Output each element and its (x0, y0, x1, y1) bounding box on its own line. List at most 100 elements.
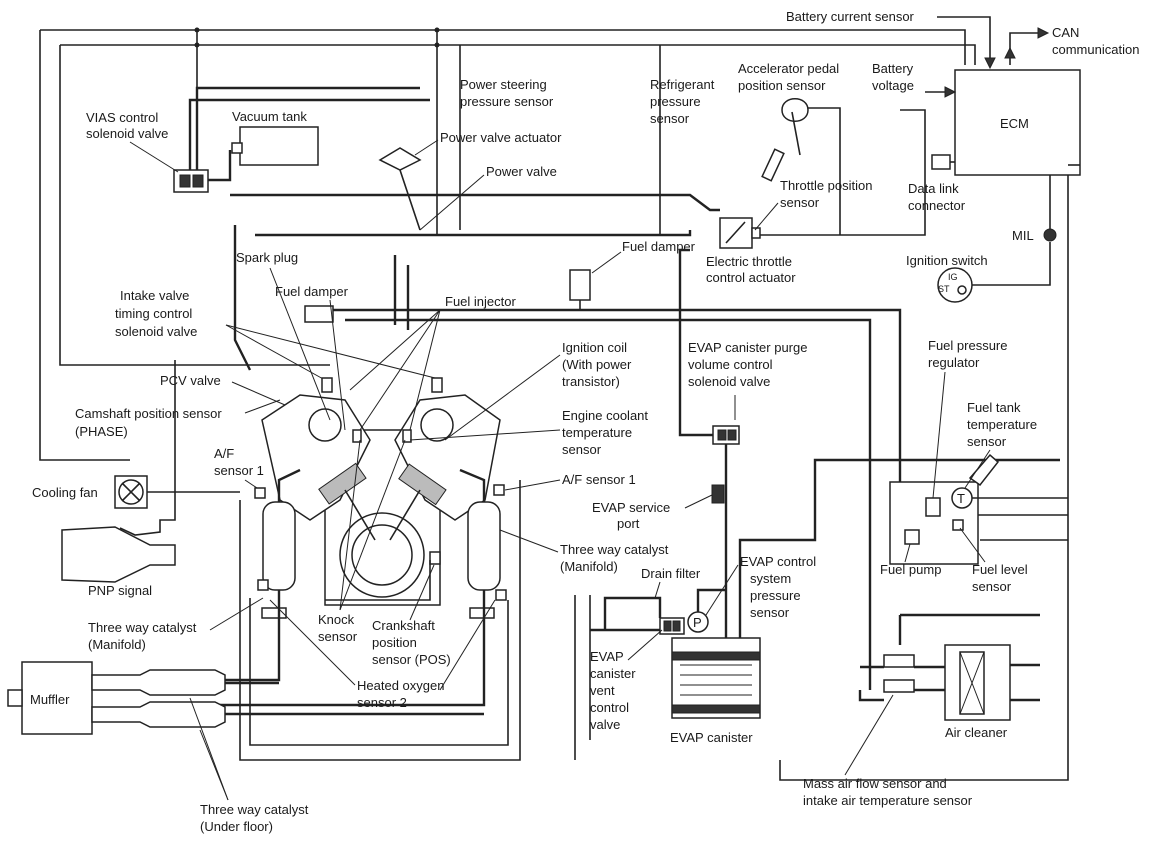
twc-manifold-right (467, 501, 501, 591)
refrigerant-label-2: pressure (650, 94, 701, 109)
ign-ig: IG (948, 272, 958, 282)
camshaft-label-1: Camshaft position sensor (75, 406, 222, 421)
ign-st: ST (938, 284, 950, 294)
twc-underfloor-label-2: (Under floor) (200, 819, 273, 834)
power-valve-actuator (378, 147, 422, 171)
twc-manifold-right-label-2: (Manifold) (560, 559, 618, 574)
fuel-tank-temp-label-2: temperature (967, 417, 1037, 432)
crankshaft-label-2: position (372, 635, 417, 650)
evap-purge-label-1: EVAP canister purge (688, 340, 807, 355)
fuel-tank-t: T (957, 491, 965, 506)
evap-purge-label-2: volume control (688, 357, 773, 372)
fuel-pump (904, 529, 920, 545)
ignition-coil-label-1: Ignition coil (562, 340, 627, 355)
electric-throttle-label-2: control actuator (706, 270, 796, 285)
maf-label-1: Mass air flow sensor and (803, 776, 947, 791)
engine-block (261, 377, 501, 606)
can-label-2: communication (1052, 42, 1139, 57)
data-link-label-1: Data link (908, 181, 959, 196)
fuel-pump-label: Fuel pump (880, 562, 941, 577)
evap-canister-label: EVAP canister (670, 730, 753, 745)
knock-label-1: Knock (318, 612, 355, 627)
evap-vent-label-5: valve (590, 717, 620, 732)
evap-pressure-p: P (693, 615, 702, 630)
intake-valve-label-1: Intake valve (120, 288, 189, 303)
refrigerant-label-3: sensor (650, 111, 690, 126)
drain-filter-label: Drain filter (641, 566, 701, 581)
evap-service-label-2: port (617, 516, 640, 531)
electric-throttle-label-1: Electric throttle (706, 254, 792, 269)
camshaft-label-2: (PHASE) (75, 424, 128, 439)
power-steering-label-1: Power steering (460, 77, 547, 92)
fuel-damper-left-label: Fuel damper (275, 284, 349, 299)
battery-current-label: Battery current sensor (786, 9, 915, 24)
pnp-signal-label: PNP signal (88, 583, 152, 598)
power-valve-actuator-label: Power valve actuator (440, 130, 562, 145)
cooling-fan-label: Cooling fan (32, 485, 98, 500)
evap-control-label-2: system (750, 571, 791, 586)
can-label-1: CAN (1052, 25, 1079, 40)
af-left-label-1: A/F (214, 446, 234, 461)
vacuum-tank-label: Vacuum tank (232, 109, 307, 124)
mil-label: MIL (1012, 228, 1034, 243)
throttle-position-label-1: Throttle position (780, 178, 873, 193)
coolant-label-2: temperature (562, 425, 632, 440)
muffler (21, 661, 93, 735)
vias-label-1: VIAS control (86, 110, 158, 125)
ignition-switch-icon: IG ST (937, 267, 973, 303)
evap-service-label-1: EVAP service (592, 500, 670, 515)
fuel-damper-left (304, 305, 334, 323)
evap-purge-label-3: solenoid valve (688, 374, 770, 389)
muffler-label: Muffler (30, 692, 70, 707)
evap-control-label-4: sensor (750, 605, 790, 620)
twc-underfloor-label-1: Three way catalyst (200, 802, 309, 817)
evap-vent-label-3: vent (590, 683, 615, 698)
power-steering-label-2: pressure sensor (460, 94, 554, 109)
refrigerant-label-1: Refrigerant (650, 77, 715, 92)
evap-vent-label-4: control (590, 700, 629, 715)
vias-label-2: solenoid valve (86, 126, 168, 141)
twc-manifold-right-label-1: Three way catalyst (560, 542, 669, 557)
ecm-label: ECM (1000, 116, 1029, 131)
crankshaft-label-3: sensor (POS) (372, 652, 451, 667)
fuel-level-sensor (952, 519, 964, 531)
af-left-label-2: sensor 1 (214, 463, 264, 478)
heated-o2-label-2: sensor 2 (357, 695, 407, 710)
engine-warning-icon (1043, 228, 1057, 242)
fuel-damper-right-label: Fuel damper (622, 239, 696, 254)
fuel-level-label-1: Fuel level (972, 562, 1028, 577)
ignition-coil-label-3: transistor) (562, 374, 620, 389)
air-cleaner-label: Air cleaner (945, 725, 1008, 740)
heated-o2-label-1: Heated oxygen (357, 678, 444, 693)
ignition-coil-label-2: (With power (562, 357, 632, 372)
intake-valve-label-2: timing control (115, 306, 192, 321)
ecm-box (954, 69, 1081, 176)
evap-control-label-1: EVAP control (740, 554, 816, 569)
knock-label-2: sensor (318, 629, 358, 644)
fuel-pressure-reg-label-1: Fuel pressure (928, 338, 1007, 353)
transmission (61, 526, 176, 583)
fuel-tank-temp-label-1: Fuel tank (967, 400, 1021, 415)
cooling-fan-icon (114, 475, 148, 509)
data-link-label-2: connector (908, 198, 966, 213)
twc-manifold-left-label-2: (Manifold) (88, 637, 146, 652)
battery-voltage-label-1: Battery (872, 61, 914, 76)
pcv-valve-label: PCV valve (160, 373, 221, 388)
vacuum-tank (239, 126, 319, 166)
fuel-tank-temp-label-3: sensor (967, 434, 1007, 449)
evap-service-port (711, 484, 725, 504)
crankshaft-label-1: Crankshaft (372, 618, 435, 633)
fuel-level-label-2: sensor (972, 579, 1012, 594)
coolant-label-3: sensor (562, 442, 602, 457)
intake-valve-label-3: solenoid valve (115, 324, 197, 339)
evap-control-label-3: pressure (750, 588, 801, 603)
ignition-switch-label: Ignition switch (906, 253, 988, 268)
accelerator-pedal-label-1: Accelerator pedal (738, 61, 839, 76)
fuel-pressure-regulator (925, 497, 941, 517)
evap-vent-label-1: EVAP (590, 649, 624, 664)
fuel-injector-label: Fuel injector (445, 294, 516, 309)
coolant-label-1: Engine coolant (562, 408, 648, 423)
accelerator-pedal (781, 98, 809, 122)
accelerator-pedal-label-2: position sensor (738, 78, 826, 93)
